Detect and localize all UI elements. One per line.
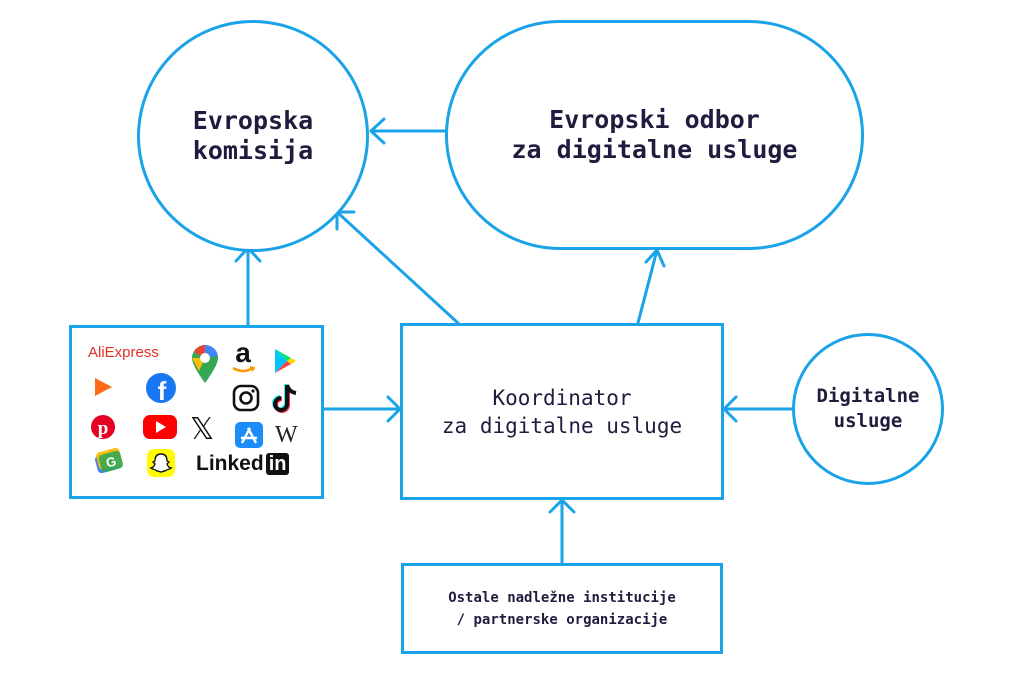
arrow-platforms-to-commission xyxy=(234,246,262,327)
svg-text:p: p xyxy=(98,418,109,439)
pinterest-icon: p xyxy=(90,414,116,440)
snapchat-icon xyxy=(146,448,176,478)
app-store-icon xyxy=(235,422,263,448)
node-label: Koordinator xyxy=(492,385,632,410)
other-institutions-node: Ostale nadležne institucije / partnerske… xyxy=(401,563,723,654)
node-label: za digitalne usluge xyxy=(441,413,683,438)
instagram-icon xyxy=(232,384,260,412)
digital-services-node: Digitalne usluge xyxy=(792,333,944,485)
node-label: Digitalne xyxy=(816,385,920,407)
youtube-tv-icon xyxy=(92,376,114,398)
google-pay-icon: G xyxy=(94,447,124,476)
node-label: Ostale nadležne institucije xyxy=(448,589,676,606)
node-label: / partnerske organizacije xyxy=(456,611,668,628)
node-label: za digitalne usluge xyxy=(511,135,798,164)
arrow-coordinator-to-board xyxy=(636,248,666,325)
arrow-services-to-coordinator xyxy=(722,395,794,423)
linkedin-logo: Linked in xyxy=(196,452,290,476)
x-logo: 𝕏 xyxy=(190,412,215,447)
arrow-board-to-commission xyxy=(369,117,447,145)
european-commission-node: Evropska komisija xyxy=(137,20,369,252)
google-maps-icon xyxy=(190,344,220,384)
svg-text:G: G xyxy=(104,453,118,470)
youtube-icon xyxy=(142,414,178,440)
node-label: Evropska xyxy=(192,106,314,135)
facebook-icon: f xyxy=(145,372,177,404)
svg-text:f: f xyxy=(158,376,167,404)
european-board-node: Evropski odbor za digitalne usluge xyxy=(445,20,864,250)
arrow-institutions-to-coordinator xyxy=(548,498,576,565)
coordinator-node: Koordinator za digitalne usluge xyxy=(400,323,724,500)
arrow-platforms-to-coordinator xyxy=(322,395,402,423)
amazon-letter: a xyxy=(235,337,251,368)
google-play-icon xyxy=(273,348,297,374)
amazon-icon: a xyxy=(230,337,256,374)
arrow-coordinator-to-commission xyxy=(335,210,460,325)
linkedin-wordmark: Linked xyxy=(196,452,264,475)
node-label: Evropski odbor xyxy=(549,105,760,134)
tiktok-icon xyxy=(272,382,300,414)
node-label: komisija xyxy=(192,136,314,165)
linkedin-box: in xyxy=(265,453,290,475)
node-label: usluge xyxy=(833,410,903,432)
wikipedia-logo: W xyxy=(275,422,298,448)
platform-logos-box: AliExpress a f xyxy=(69,325,324,499)
aliexpress-logo: AliExpress xyxy=(88,344,159,361)
